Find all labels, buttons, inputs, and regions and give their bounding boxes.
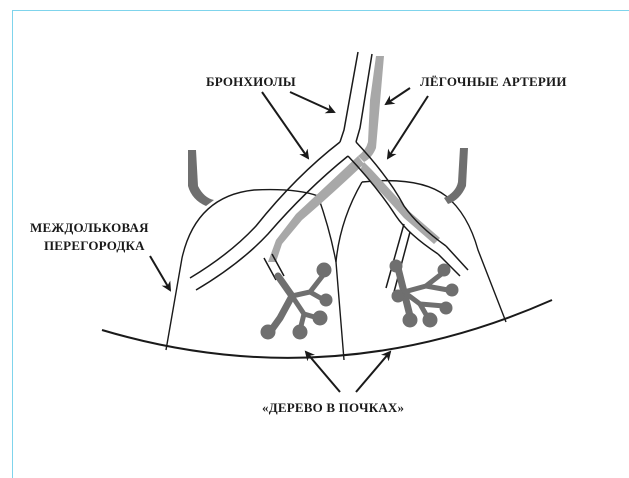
label-septum-line1: МЕЖДОЛЬКОВАЯ (30, 220, 149, 235)
label-tree-in-bud: «ДЕРЕВО В ПОЧКАХ» (262, 400, 404, 415)
arrow-septum (150, 256, 170, 290)
label-bronchioles: БРОНХИОЛЫ (206, 74, 296, 89)
arrow-bud-2 (356, 352, 390, 392)
arrow-arteries-2 (388, 96, 428, 158)
label-arrows (150, 88, 428, 392)
tree-in-bud-left (261, 263, 332, 339)
tree-in-bud-right (390, 260, 458, 327)
label-pulmonary-arteries: ЛЁГОЧНЫЕ АРТЕРИИ (420, 74, 567, 89)
arrow-bronchioles-2 (262, 92, 308, 158)
septal-veins (188, 148, 468, 206)
arrow-bronchioles-1 (290, 92, 334, 112)
label-septum-line2: ПЕРЕГОРОДКА (44, 238, 145, 253)
arrow-bud-1 (306, 352, 340, 392)
arrow-arteries-1 (386, 88, 410, 104)
